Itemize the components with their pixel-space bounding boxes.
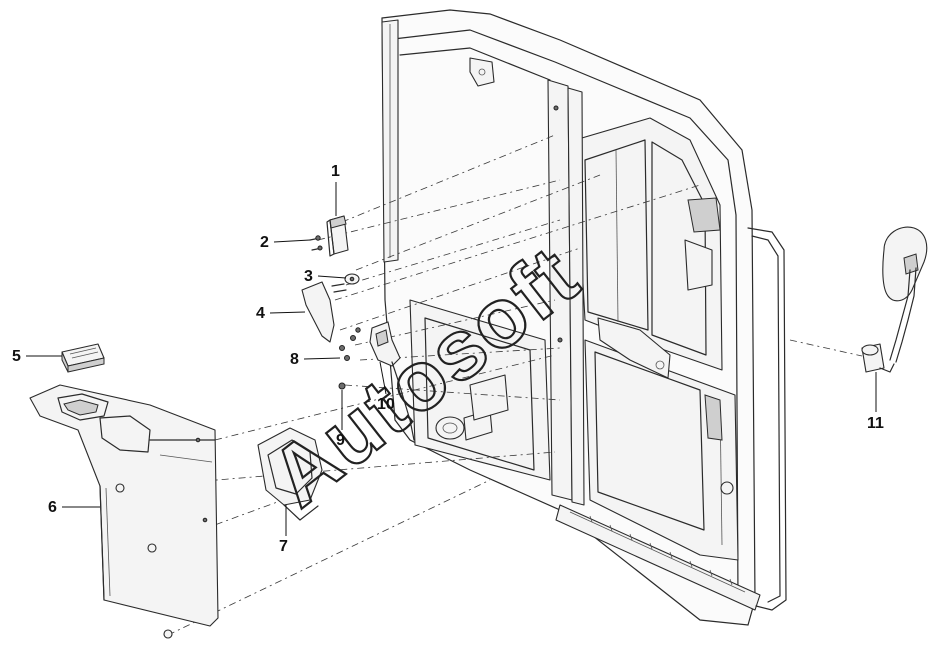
callout-10: 10	[377, 361, 395, 413]
callout-7: 7	[279, 505, 288, 555]
part-11-mirror	[861, 226, 928, 373]
callout-5: 5	[12, 348, 62, 365]
callout-label-3: 3	[304, 268, 313, 285]
callout-label-7: 7	[279, 538, 288, 555]
callout-11: 11	[867, 372, 884, 432]
part-10-bracket	[369, 321, 415, 441]
callout-9: 9	[336, 390, 345, 449]
callout-label-9: 9	[336, 432, 345, 449]
callout-2: 2	[260, 234, 311, 251]
part-5-console	[61, 343, 105, 373]
callout-label-1: 1	[331, 163, 340, 180]
callout-4: 4	[256, 305, 306, 322]
part-7-duct	[257, 427, 323, 521]
callout-3: 3	[304, 268, 347, 285]
part-9-nut	[338, 382, 346, 390]
callout-label-5: 5	[12, 348, 21, 365]
part-4-gasket	[301, 281, 335, 343]
part-8-bolts	[339, 327, 361, 361]
callout-label-10: 10	[377, 396, 395, 413]
part-2-screw	[309, 235, 323, 251]
callout-label-2: 2	[260, 234, 269, 251]
part-3-clip	[331, 273, 360, 293]
callout-8: 8	[290, 351, 341, 368]
callout-label-4: 4	[256, 305, 265, 322]
callout-6: 6	[48, 499, 100, 516]
callout-label-11: 11	[867, 415, 884, 432]
callout-label-6: 6	[48, 499, 57, 516]
part-1-cover	[326, 215, 349, 257]
part-6-trim-panel	[29, 384, 219, 639]
cab-frame	[381, 9, 787, 626]
callout-1: 1	[331, 163, 340, 216]
callout-label-8: 8	[290, 351, 299, 368]
callouts: 1 2 3 4 5 6 7 8	[12, 163, 884, 555]
